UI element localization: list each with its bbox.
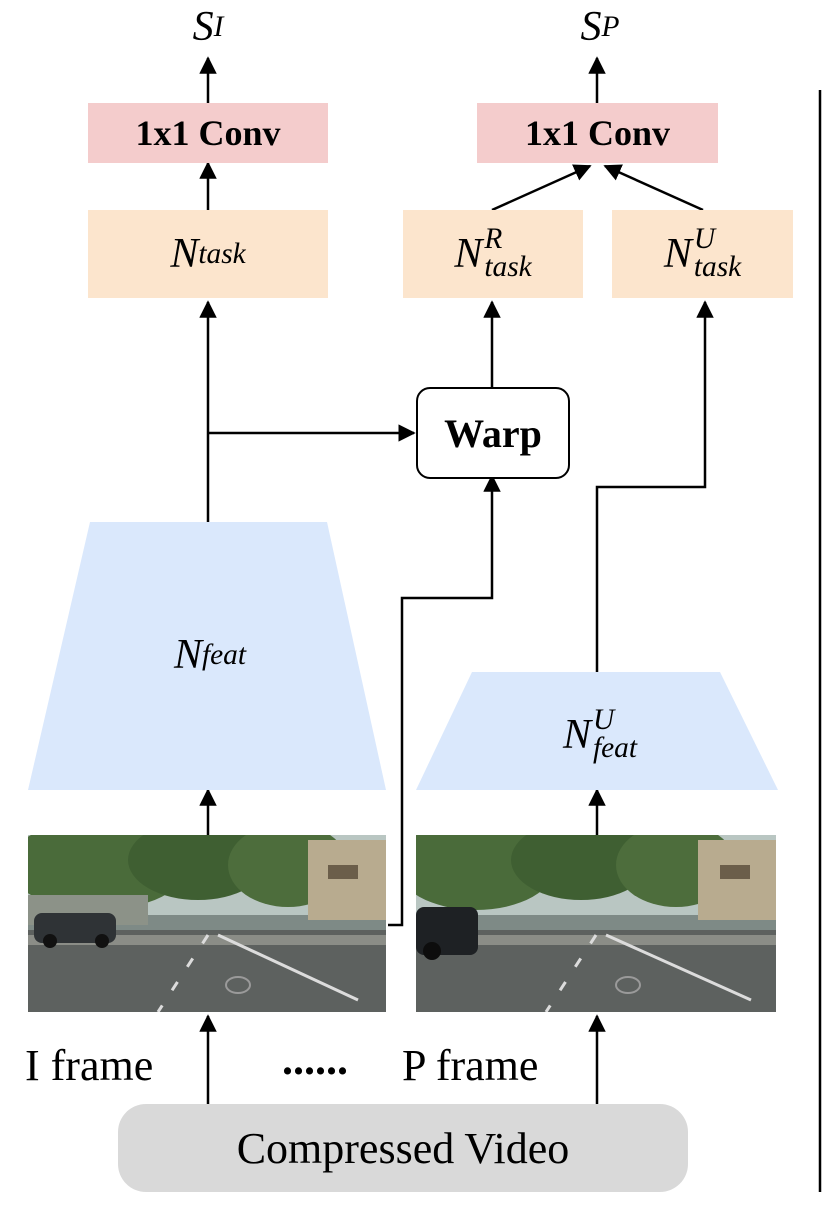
sp-sub: P	[601, 10, 620, 43]
warp-label: Warp	[444, 410, 542, 456]
warp-box: Warp	[416, 387, 570, 479]
conv-left: 1x1 Conv	[88, 103, 328, 163]
conv-right: 1x1 Conv	[477, 103, 718, 163]
nfeatu-base: N	[562, 712, 591, 758]
arrow-ntasku-to-conv	[603, 164, 704, 212]
conv-right-label: 1x1 Conv	[524, 113, 671, 153]
arrow-nfeatu-to-ntasku	[595, 300, 714, 672]
arrow-pframe-to-warp	[388, 474, 501, 927]
i-frame-image	[28, 835, 386, 1012]
ntaskr-base: N	[454, 231, 483, 277]
nfeatu-sub: feat	[592, 732, 638, 764]
si-base: S	[192, 4, 214, 50]
p-frame-label: P frame	[402, 1041, 539, 1090]
ntasku-sup: U	[693, 223, 716, 256]
ntaskr-sub: task	[484, 251, 532, 283]
compressed-video-label: Compressed Video	[236, 1123, 570, 1173]
ntask-sub: task	[198, 237, 246, 270]
si-sub: I	[213, 10, 224, 43]
nfeat-u-trapezoid	[416, 672, 778, 790]
nfeat-trapezoid	[28, 522, 386, 790]
p-frame-image	[416, 835, 776, 1012]
sp-base: S	[580, 4, 602, 50]
ntaskr-sup: R	[484, 223, 503, 256]
i-frame-label: I frame	[25, 1041, 154, 1090]
ntasku-sub: task	[693, 251, 742, 283]
nfeat-sub: feat	[201, 638, 247, 671]
arrow-ntaskr-to-conv	[491, 164, 592, 212]
ntasku-base: N	[663, 231, 692, 277]
nfeatu-sup: U	[592, 704, 615, 737]
compressed-video: Compressed Video	[118, 1104, 688, 1192]
conv-left-label: 1x1 Conv	[135, 113, 281, 153]
nfeat-base: N	[173, 632, 202, 678]
ntask-base: N	[170, 231, 199, 277]
dots: ......	[282, 1035, 348, 1084]
